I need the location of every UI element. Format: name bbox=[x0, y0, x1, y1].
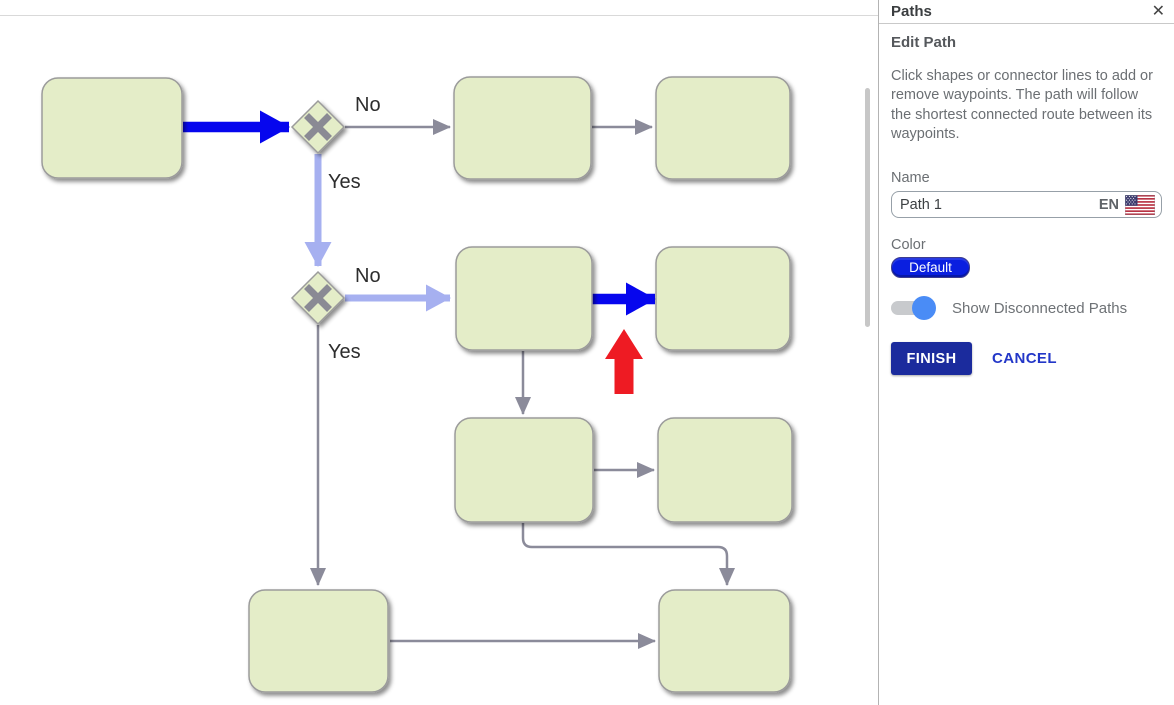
color-chip[interactable]: Default bbox=[891, 257, 970, 279]
panel-title: Paths bbox=[891, 3, 932, 20]
canvas-scrollbar[interactable] bbox=[865, 88, 870, 327]
edge-label: Yes bbox=[328, 341, 361, 363]
edge-label: Yes bbox=[328, 171, 361, 193]
color-label: Color bbox=[891, 237, 926, 254]
edge-label: No bbox=[355, 265, 381, 287]
flow-node-task-2[interactable] bbox=[453, 76, 592, 180]
name-label: Name bbox=[891, 170, 930, 187]
name-field[interactable]: EN bbox=[891, 191, 1162, 219]
gateway-x-icon bbox=[304, 284, 332, 312]
connector-gray[interactable] bbox=[521, 523, 735, 586]
flow-node-task-7[interactable] bbox=[657, 417, 793, 523]
actions-row: FINISH CANCEL bbox=[891, 342, 1160, 376]
toggle-show-disconnected[interactable] bbox=[891, 296, 936, 321]
flow-node-task-9[interactable] bbox=[658, 589, 791, 693]
gateway-x-icon bbox=[304, 113, 332, 141]
finish-button[interactable]: FINISH bbox=[891, 342, 972, 376]
name-input[interactable] bbox=[900, 196, 1099, 213]
panel-header: Paths ✕ bbox=[879, 0, 1174, 24]
panel-subtitle: Edit Path bbox=[891, 34, 957, 51]
close-icon[interactable]: ✕ bbox=[1151, 2, 1165, 20]
flow-node-task-6[interactable] bbox=[454, 417, 594, 523]
red-pointer-arrow-icon bbox=[605, 329, 643, 394]
cancel-button[interactable]: CANCEL bbox=[992, 350, 1057, 368]
flow-node-task-5[interactable] bbox=[655, 246, 791, 351]
us-flag-icon bbox=[1125, 194, 1155, 215]
flow-node-task-3[interactable] bbox=[655, 76, 791, 180]
flow-node-task-4[interactable] bbox=[455, 246, 593, 351]
flow-node-task-8[interactable] bbox=[248, 589, 389, 693]
edge-label: No bbox=[355, 94, 381, 116]
flow-node-task-1[interactable] bbox=[41, 77, 183, 179]
toggle-knob[interactable] bbox=[912, 296, 936, 321]
toggle-row: Show Disconnected Paths bbox=[891, 296, 1160, 321]
panel-description: Click shapes or connector lines to add o… bbox=[891, 68, 1153, 142]
canvas-top-divider bbox=[0, 15, 878, 16]
toggle-label: Show Disconnected Paths bbox=[952, 299, 1128, 317]
language-code: EN bbox=[1098, 196, 1119, 213]
paths-panel: Paths ✕ Edit Path Click shapes or connec… bbox=[878, 0, 1174, 705]
